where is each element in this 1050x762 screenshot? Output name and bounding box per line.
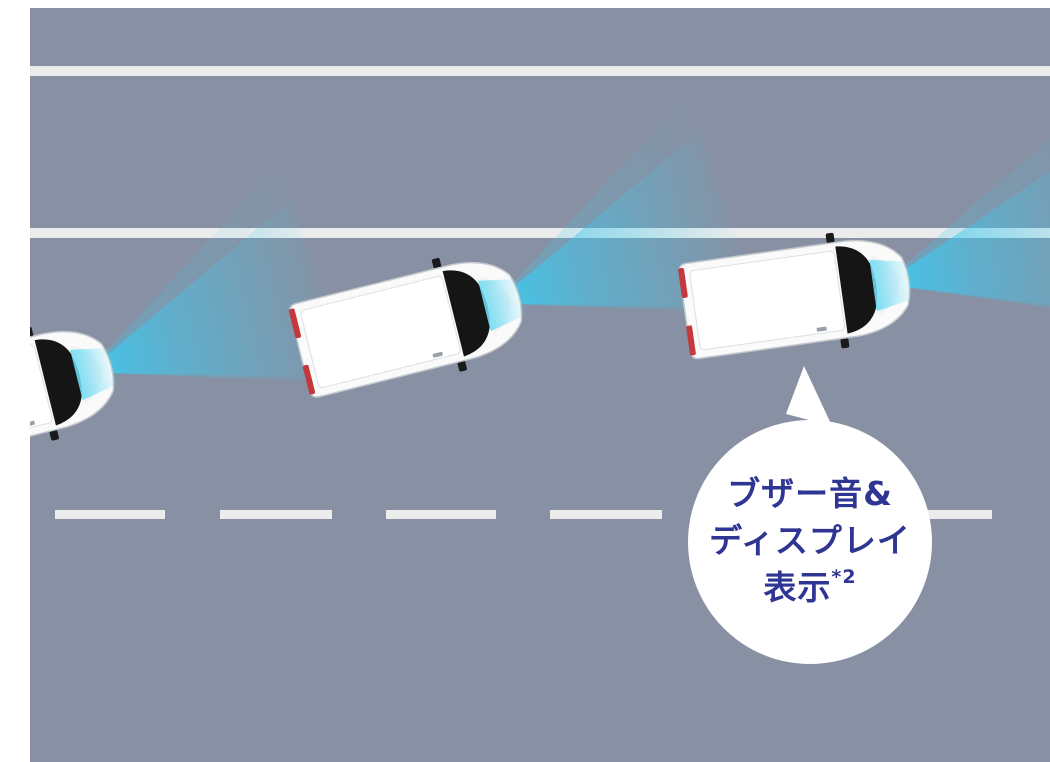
callout-line-3: 表示*2 <box>690 564 930 611</box>
callout-line-3-text: 表示 <box>763 568 832 607</box>
lane-line-middle <box>30 228 1050 238</box>
dashed-lane-line <box>55 510 992 519</box>
alert-callout-bubble <box>688 366 932 664</box>
callout-line-1: ブザー音& <box>727 474 893 513</box>
road-surface <box>30 8 1050 762</box>
footnote-marker: *2 <box>831 566 857 588</box>
alert-callout-text: ブザー音& ディスプレイ 表示*2 <box>690 470 930 611</box>
callout-line-2: ディスプレイ <box>709 521 911 560</box>
lane-line-top <box>30 66 1050 76</box>
